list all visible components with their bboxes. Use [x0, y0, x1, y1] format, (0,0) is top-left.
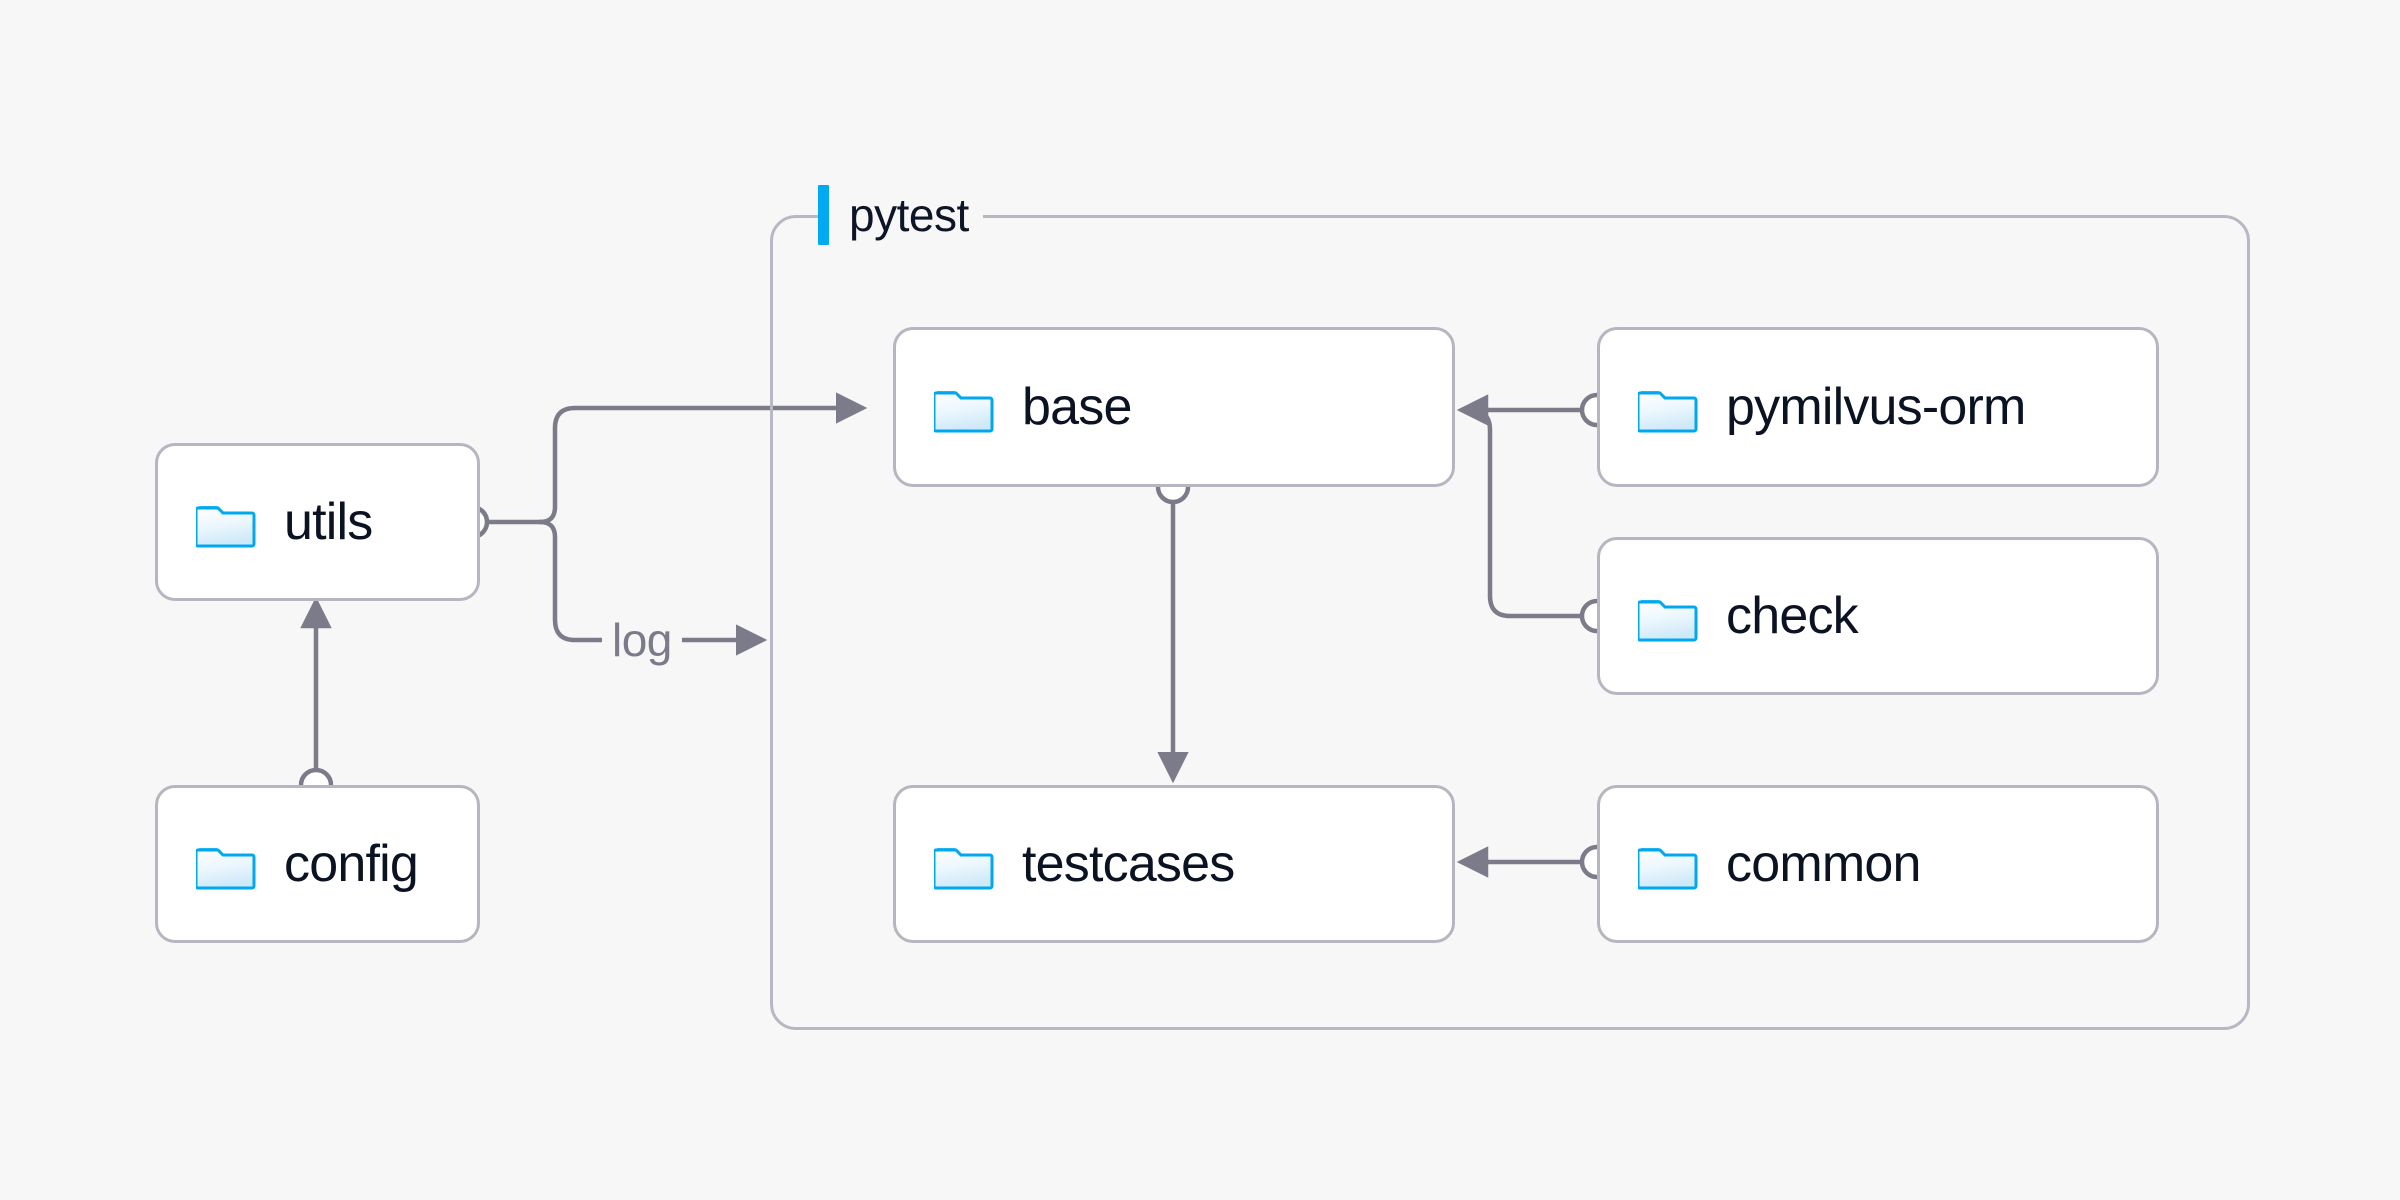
- node-label: testcases: [1022, 835, 1235, 893]
- group-accent-bar: [818, 185, 829, 245]
- node-label: utils: [284, 493, 373, 551]
- folder-icon: [934, 391, 994, 433]
- node-pymilvus-orm[interactable]: pymilvus-orm: [1597, 327, 2159, 487]
- group-pytest-container: [770, 215, 2250, 1030]
- node-label: config: [284, 835, 419, 893]
- folder-icon: [196, 848, 256, 890]
- group-pytest-label: pytest: [818, 183, 983, 247]
- group-title: pytest: [849, 189, 969, 241]
- node-testcases[interactable]: testcases: [893, 785, 1455, 943]
- folder-icon: [1638, 600, 1698, 642]
- node-label: check: [1726, 587, 1859, 645]
- node-label: common: [1726, 835, 1921, 893]
- wire-utils-to-base: [537, 392, 868, 525]
- folder-icon: [1638, 848, 1698, 890]
- wire-utils-log: [537, 519, 603, 643]
- folder-icon: [196, 506, 256, 548]
- edge-label-log: log: [602, 613, 682, 667]
- folder-icon: [934, 848, 994, 890]
- node-label: base: [1022, 378, 1132, 436]
- node-config[interactable]: config: [155, 785, 480, 943]
- wire-check-to-base: [1467, 407, 1583, 619]
- node-base[interactable]: base: [893, 327, 1455, 487]
- folder-icon: [1638, 391, 1698, 433]
- node-utils[interactable]: utils: [155, 443, 480, 601]
- node-common[interactable]: common: [1597, 785, 2159, 943]
- node-check[interactable]: check: [1597, 537, 2159, 695]
- node-label: pymilvus-orm: [1726, 378, 2026, 436]
